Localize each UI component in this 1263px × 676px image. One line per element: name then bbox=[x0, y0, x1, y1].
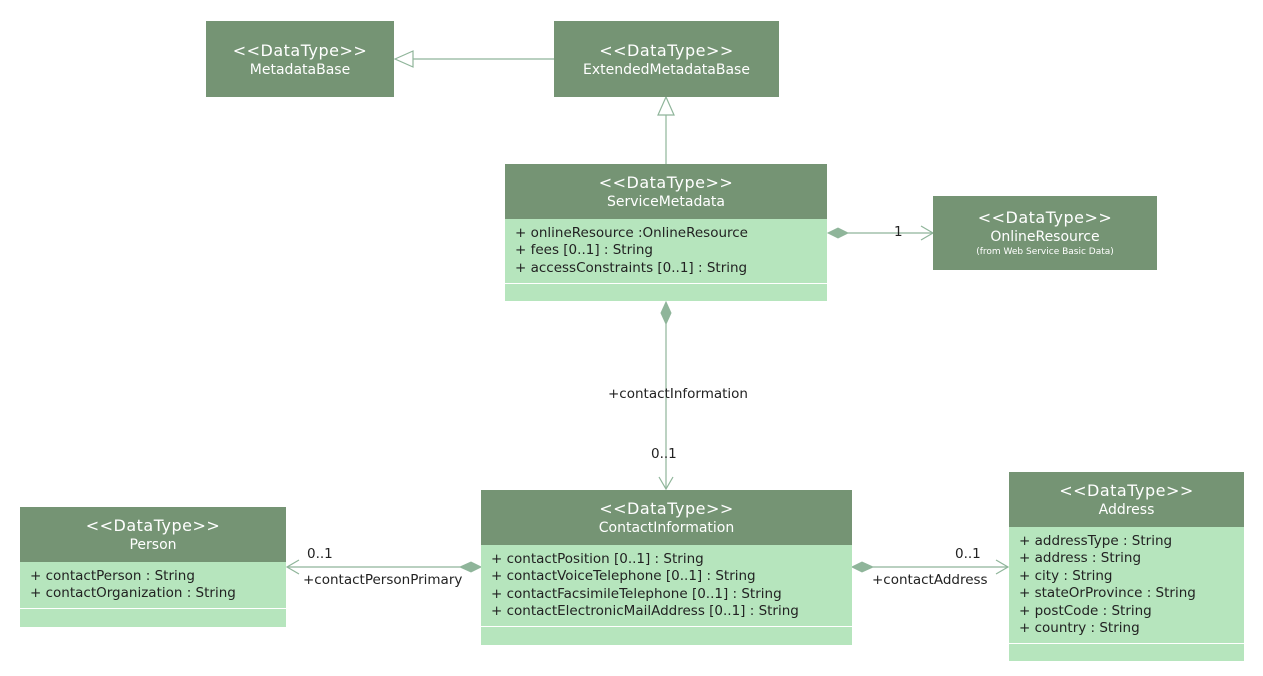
attribute-compartment: + addressType : String + address : Strin… bbox=[1009, 527, 1244, 644]
class-contact-information[interactable]: <<DataType>> ContactInformation + contac… bbox=[481, 490, 852, 645]
class-header: <<DataType>> ExtendedMetadataBase bbox=[554, 21, 779, 97]
stereotype-label: <<DataType>> bbox=[599, 41, 734, 60]
generalization-arrowhead-extended-metadata-base bbox=[657, 95, 675, 116]
stereotype-label: <<DataType>> bbox=[977, 208, 1113, 227]
class-header: <<DataType>> Address bbox=[1009, 472, 1244, 527]
attribute-compartment: + onlineResource :OnlineResource + fees … bbox=[505, 219, 827, 284]
class-name: Person bbox=[129, 537, 177, 553]
attribute: + contactElectronicMailAddress [0..1] : … bbox=[491, 603, 799, 620]
attribute: + city : String bbox=[1019, 567, 1113, 584]
class-person[interactable]: <<DataType>> Person + contactPerson : St… bbox=[20, 507, 286, 627]
class-metadata-base[interactable]: <<DataType>> MetadataBase bbox=[206, 21, 394, 97]
attribute: + contactPosition [0..1] : String bbox=[491, 551, 704, 567]
class-name: ExtendedMetadataBase bbox=[583, 62, 750, 78]
generalization-arrowhead-metadata-base bbox=[393, 50, 414, 68]
address-multiplicity: 0..1 bbox=[955, 546, 981, 562]
navigable-arrowhead-person bbox=[285, 559, 300, 575]
attribute: + onlineResource :OnlineResource bbox=[515, 225, 748, 241]
class-header: <<DataType>> MetadataBase bbox=[206, 21, 394, 97]
stereotype-label: <<DataType>> bbox=[599, 499, 734, 518]
person-role: +contactPersonPrimary bbox=[303, 572, 463, 588]
class-name: ContactInformation bbox=[598, 520, 735, 536]
class-header: <<DataType>> OnlineResource (from Web Se… bbox=[933, 196, 1157, 270]
composition-diamond-contact-information bbox=[660, 300, 672, 326]
stereotype-label: <<DataType>> bbox=[1059, 481, 1194, 500]
attribute-compartment: + contactPerson : String + contactOrgani… bbox=[20, 562, 286, 609]
online-resource-multiplicity: 1 bbox=[894, 224, 903, 240]
stereotype-label: <<DataType>> bbox=[232, 41, 368, 60]
attribute: + addressType : String bbox=[1019, 533, 1173, 549]
class-header: <<DataType>> Person bbox=[20, 507, 286, 562]
class-online-resource[interactable]: <<DataType>> OnlineResource (from Web Se… bbox=[933, 196, 1157, 270]
attribute-compartment: + contactPosition [0..1] : String + cont… bbox=[481, 545, 852, 627]
contact-information-multiplicity: 0..1 bbox=[651, 446, 677, 462]
attribute: + contactOrganization : String bbox=[30, 585, 236, 602]
class-extended-metadata-base[interactable]: <<DataType>> ExtendedMetadataBase bbox=[554, 21, 779, 97]
class-header: <<DataType>> ContactInformation bbox=[481, 490, 852, 545]
class-name: Address bbox=[1098, 502, 1155, 518]
class-service-metadata[interactable]: <<DataType>> ServiceMetadata + onlineRes… bbox=[505, 164, 827, 301]
class-name: OnlineResource bbox=[990, 229, 1100, 245]
class-name: MetadataBase bbox=[249, 62, 351, 78]
class-address[interactable]: <<DataType>> Address + addressType : Str… bbox=[1009, 472, 1244, 661]
person-multiplicity: 0..1 bbox=[307, 546, 333, 562]
operation-compartment bbox=[20, 609, 286, 627]
attribute: + postCode : String bbox=[1019, 602, 1152, 619]
navigable-arrowhead-contact-information bbox=[658, 476, 674, 491]
contact-information-role: +contactInformation bbox=[608, 386, 748, 402]
attribute: + stateOrProvince : String bbox=[1019, 585, 1196, 602]
operation-compartment bbox=[1009, 644, 1244, 661]
attribute: + accessConstraints [0..1] : String bbox=[515, 259, 748, 276]
class-name: ServiceMetadata bbox=[606, 194, 726, 210]
composition-diamond-person bbox=[458, 561, 483, 573]
attribute: + contactVoiceTelephone [0..1] : String bbox=[491, 568, 756, 585]
address-role: +contactAddress bbox=[872, 572, 988, 588]
operation-compartment bbox=[481, 627, 852, 645]
attribute: + fees [0..1] : String bbox=[515, 242, 654, 259]
attribute: + contactPerson : String bbox=[30, 568, 195, 584]
composition-diamond-online-resource bbox=[826, 227, 850, 239]
operation-compartment bbox=[505, 284, 827, 301]
package-note: (from Web Service Basic Data) bbox=[976, 247, 1114, 257]
stereotype-label: <<DataType>> bbox=[598, 173, 734, 192]
attribute: + country : String bbox=[1019, 620, 1140, 637]
attribute: + address : String bbox=[1019, 550, 1142, 567]
navigable-arrowhead-address bbox=[995, 559, 1010, 575]
class-header: <<DataType>> ServiceMetadata bbox=[505, 164, 827, 219]
stereotype-label: <<DataType>> bbox=[85, 516, 221, 535]
composition-diamond-address bbox=[850, 561, 875, 573]
attribute: + contactFacsimileTelephone [0..1] : Str… bbox=[491, 585, 782, 602]
